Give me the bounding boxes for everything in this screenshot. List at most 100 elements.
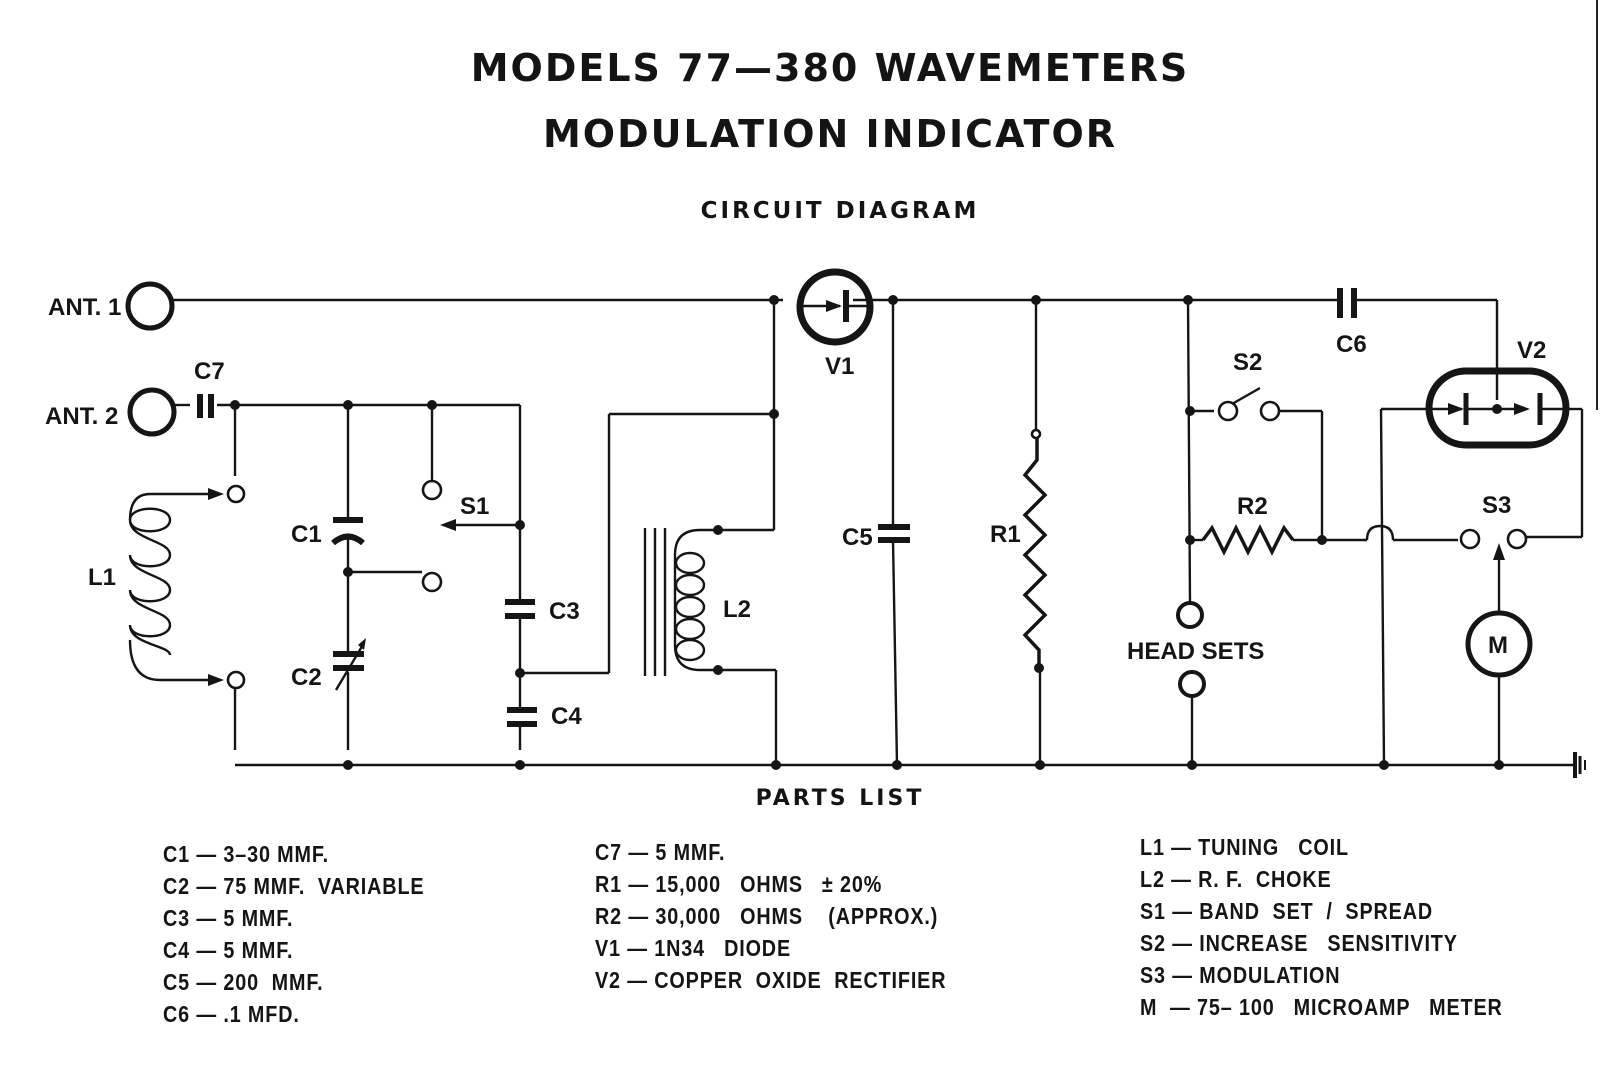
parts-list-item: M — 75– 100 MICROAMP METER <box>1140 991 1503 1023</box>
part-separator: — <box>1164 834 1199 860</box>
svg-text:HEAD SETS: HEAD SETS <box>1127 638 1264 665</box>
resistor-r2: R2 <box>1201 493 1295 556</box>
part-separator: — <box>1165 930 1200 956</box>
parts-list-heading: PARTS LIST <box>755 786 925 811</box>
part-ref: R2 <box>595 903 623 929</box>
ant1-label: ANT. 1 <box>48 294 121 321</box>
part-description: TUNING COIL <box>1198 834 1349 860</box>
part-ref: C5 <box>163 969 191 995</box>
part-separator: — <box>190 937 224 963</box>
parts-list-item: R1 — 15,000 OHMS ± 20% <box>595 868 946 900</box>
part-ref: V2 <box>595 967 621 993</box>
part-separator: — <box>190 1001 224 1027</box>
part-ref: C6 <box>163 1001 191 1027</box>
part-description: .1 MFD. <box>223 1001 300 1027</box>
capacitor-c1: C1 <box>291 517 365 548</box>
part-separator: — <box>622 871 656 897</box>
page-edge-line <box>1596 0 1598 410</box>
ant2-label: ANT. 2 <box>45 403 118 430</box>
switch-s2: S2 <box>1217 349 1281 422</box>
rectifier-v2: V2 <box>1425 337 1570 449</box>
svg-text:V1: V1 <box>825 353 854 380</box>
parts-list-item: R2 — 30,000 OHMS (APPROX.) <box>595 900 946 932</box>
part-separator: — <box>620 935 655 961</box>
part-separator: — <box>190 969 224 995</box>
circuit-diagram-heading: CIRCUIT DIAGRAM <box>700 198 980 224</box>
svg-text:V2: V2 <box>1517 337 1546 364</box>
svg-text:C4: C4 <box>551 703 582 730</box>
parts-list-item: L1 — TUNING COIL <box>1140 831 1503 863</box>
parts-list-item: V2 — COPPER OXIDE RECTIFIER <box>595 964 946 996</box>
part-separator: — <box>622 903 656 929</box>
microamp-meter: M <box>1465 610 1533 678</box>
junction-dots <box>230 295 1504 770</box>
parts-list-item: C6 — .1 MFD. <box>163 998 424 1030</box>
parts-list-item: C2 — 75 MMF. VARIABLE <box>163 870 424 902</box>
parts-list-item: C1 — 3–30 MMF. <box>163 838 424 870</box>
parts-list-item: S2 — INCREASE SENSITIVITY <box>1140 927 1503 959</box>
svg-text:C1: C1 <box>291 521 322 548</box>
part-description: 3–30 MMF. <box>223 841 329 867</box>
svg-text:C6: C6 <box>1336 331 1367 358</box>
parts-list-item: S3 — MODULATION <box>1140 959 1503 991</box>
svg-text:R2: R2 <box>1237 493 1268 520</box>
svg-text:S1: S1 <box>460 493 489 520</box>
parts-list-item: S1 — BAND SET / SPREAD <box>1140 895 1503 927</box>
part-separator: — <box>622 839 656 865</box>
part-description: R. F. CHOKE <box>1198 866 1332 892</box>
capacitor-c3: C3 <box>505 598 580 625</box>
part-separator: — <box>1164 866 1199 892</box>
part-separator: — <box>1165 898 1200 924</box>
ant2-terminal: ANT. 2 <box>45 387 177 437</box>
capacitor-c7: C7 <box>194 358 225 418</box>
svg-text:M: M <box>1488 632 1508 659</box>
part-description: 30,000 OHMS (APPROX.) <box>655 903 939 929</box>
part-ref: V1 <box>595 935 621 961</box>
part-ref: S1 <box>1140 898 1166 924</box>
parts-list-item: C3 — 5 MMF. <box>163 902 424 934</box>
part-description: BAND SET / SPREAD <box>1199 898 1433 924</box>
parts-list-item: C4 — 5 MMF. <box>163 934 424 966</box>
part-ref: C3 <box>163 905 191 931</box>
part-description: 5 MMF. <box>223 905 294 931</box>
part-description: MODULATION <box>1199 962 1341 988</box>
svg-text:C7: C7 <box>194 358 225 385</box>
svg-text:C2: C2 <box>291 664 322 691</box>
part-separator: — <box>620 967 655 993</box>
part-description: 5 MMF. <box>655 839 726 865</box>
part-ref: C4 <box>163 937 191 963</box>
ant2-jack-icon <box>127 387 177 437</box>
part-description: COPPER OXIDE RECTIFIER <box>654 967 947 993</box>
part-description: 200 MMF. <box>223 969 324 995</box>
document-subtitle: MODULATION INDICATOR <box>542 112 1118 156</box>
capacitor-c5: C5 <box>842 524 910 551</box>
resistor-r1: R1 <box>990 428 1048 668</box>
wiring <box>173 298 1584 767</box>
document-title: MODELS 77—380 WAVEMETERS <box>470 46 1190 90</box>
part-ref: M <box>1140 994 1164 1020</box>
parts-list-column-2: C7 — 5 MMF.R1 — 15,000 OHMS ± 20%R2 — 30… <box>595 836 946 996</box>
inductor-l2-rf-choke: L2 <box>643 528 751 676</box>
ant1-terminal: ANT. 1 <box>48 281 175 331</box>
part-description: 5 MMF. <box>223 937 294 963</box>
part-separator: — <box>190 873 224 899</box>
svg-text:S3: S3 <box>1482 492 1511 519</box>
svg-text:C3: C3 <box>549 598 580 625</box>
parts-list-item: L2 — R. F. CHOKE <box>1140 863 1503 895</box>
svg-text:L1: L1 <box>88 564 116 591</box>
part-separator: — <box>190 841 224 867</box>
headset-jacks: HEAD SETS <box>1127 601 1264 698</box>
part-ref: L1 <box>1140 834 1165 860</box>
part-ref: S3 <box>1140 962 1166 988</box>
svg-text:S2: S2 <box>1233 349 1262 376</box>
capacitor-c4: C4 <box>507 703 582 730</box>
part-separator: — <box>1165 962 1200 988</box>
svg-text:R1: R1 <box>990 521 1021 548</box>
part-description: 1N34 DIODE <box>654 935 792 961</box>
part-description: 75 MMF. VARIABLE <box>223 873 425 899</box>
parts-list-item: C7 — 5 MMF. <box>595 836 946 868</box>
part-description: 75– 100 MICROAMP METER <box>1197 994 1503 1020</box>
parts-list-item: V1 — 1N34 DIODE <box>595 932 946 964</box>
switch-s3: S3 <box>1459 492 1528 550</box>
